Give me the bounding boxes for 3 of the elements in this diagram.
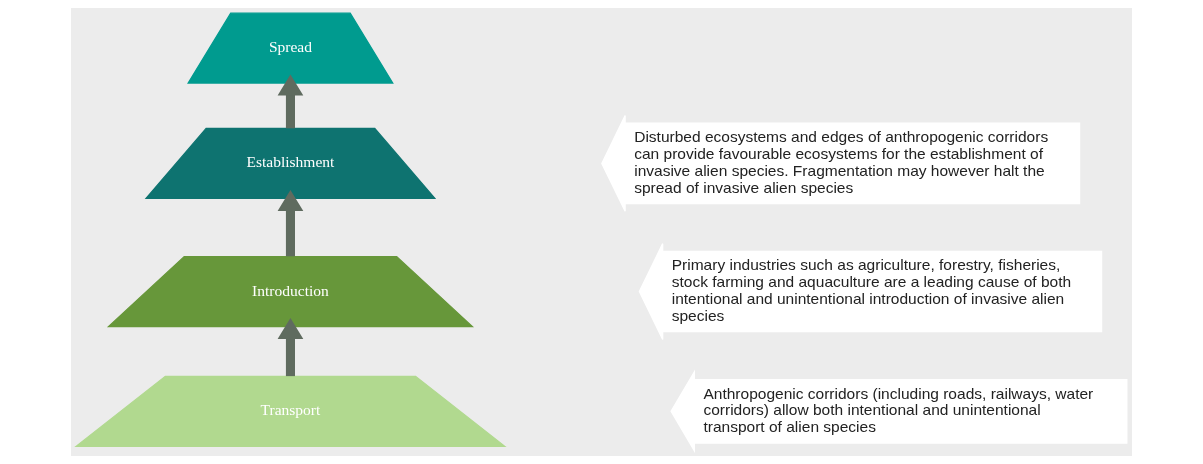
arrow — [277, 190, 304, 257]
arrow — [277, 318, 304, 377]
arrow — [277, 74, 304, 129]
